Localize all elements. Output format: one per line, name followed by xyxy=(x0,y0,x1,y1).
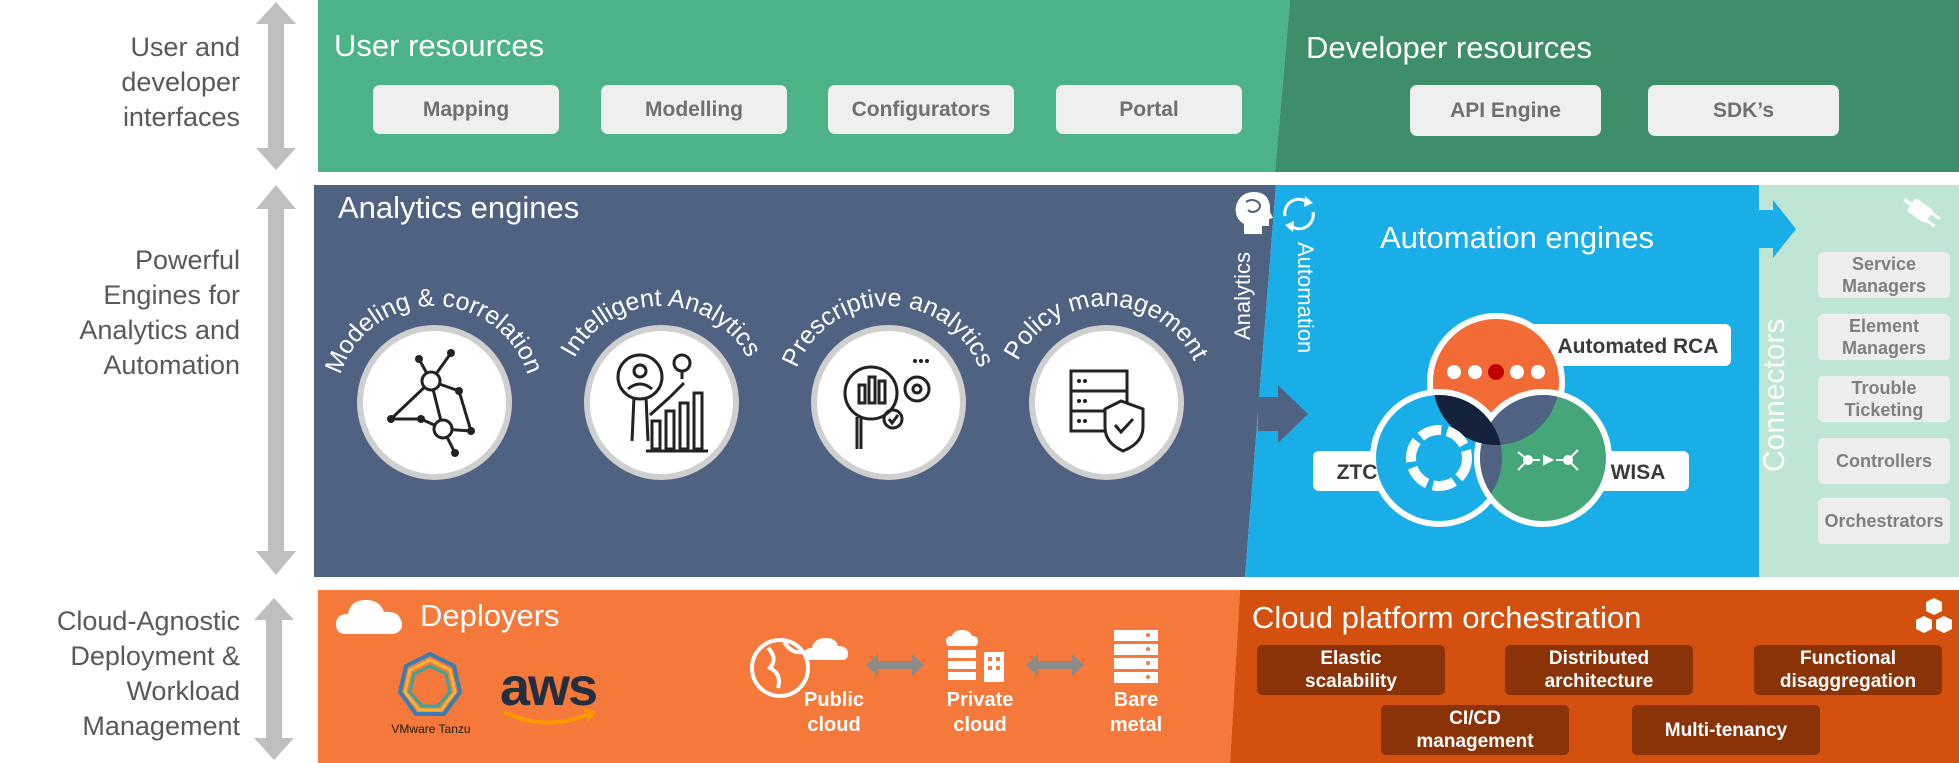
connector-trouble-ticketing[interactable]: Trouble Ticketing xyxy=(1818,376,1950,422)
pill-line: Multi-tenancy xyxy=(1664,719,1788,741)
cicd-management-pill[interactable]: CI/CD management xyxy=(1381,705,1569,755)
connector-line: Managers xyxy=(1841,338,1927,358)
label-line: Engines for xyxy=(103,280,240,310)
cloud-icon xyxy=(336,600,402,634)
server-rack-icon xyxy=(1114,630,1158,683)
double-arrow-icon xyxy=(256,185,296,575)
vmware-tanzu-label: VMware Tanzu xyxy=(391,722,471,736)
automation-side-label: Automation xyxy=(1293,242,1318,354)
elastic-scalability-pill[interactable]: Elastic scalability xyxy=(1257,645,1445,695)
target-public-cloud: Public cloud xyxy=(784,688,884,738)
functional-disaggregation-pill[interactable]: Functional disaggregation xyxy=(1754,645,1942,695)
pill-line: Elastic xyxy=(1320,648,1382,669)
target-bare-metal: Bare metal xyxy=(1086,688,1186,738)
double-arrow-icon xyxy=(1026,654,1084,676)
label-line: Workload xyxy=(126,676,240,706)
engine-intelligent-analytics[interactable] xyxy=(584,325,739,480)
connector-line: Orchestrators xyxy=(1824,511,1944,531)
engine-policy-management[interactable] xyxy=(1029,325,1184,480)
target-private-cloud: Private cloud xyxy=(930,688,1030,738)
mapping-button[interactable]: Mapping xyxy=(373,85,559,134)
vmware-tanzu-logo-icon xyxy=(397,651,463,716)
engine-labels: Modeling & correlation Intelligent Analy… xyxy=(0,0,1300,600)
label-engines: Powerful Engines for Analytics and Autom… xyxy=(0,243,240,383)
analytics-search-icon xyxy=(616,353,708,453)
automation-venn-diagram: Automated RCA ZTC WISA xyxy=(1313,313,1731,527)
label-line: interfaces xyxy=(122,102,240,132)
buildings-icon xyxy=(946,630,1004,682)
network-graph-icon xyxy=(387,349,475,457)
hexagon-cluster-icon xyxy=(1916,598,1952,633)
target-line: cloud xyxy=(807,714,861,736)
deployers-title: Deployers xyxy=(420,598,560,633)
label-line: Automation xyxy=(103,350,240,380)
magnifier-chart-icon xyxy=(843,359,931,449)
pill-line: Distributed xyxy=(1548,648,1650,669)
automation-engines-title: Automation engines xyxy=(1380,220,1655,255)
connector-element-managers[interactable]: Element Managers xyxy=(1818,314,1950,360)
target-line: Public xyxy=(803,689,864,711)
pill-line: scalability xyxy=(1305,671,1397,692)
sdks-button[interactable]: SDK’s xyxy=(1648,85,1839,136)
venn-label-automated-rca: Automated RCA xyxy=(1558,335,1719,358)
double-arrow-icon xyxy=(256,2,296,170)
venn-label-ztc: ZTC xyxy=(1337,461,1378,484)
target-line: Private xyxy=(946,689,1014,711)
distributed-architecture-pill[interactable]: Distributed architecture xyxy=(1505,645,1693,695)
pill-line: architecture xyxy=(1544,671,1654,692)
target-line: metal xyxy=(1109,714,1163,736)
connector-service-managers[interactable]: Service Managers xyxy=(1818,252,1950,298)
connector-line: Trouble xyxy=(1851,378,1917,398)
brain-head-icon xyxy=(1235,192,1273,234)
aws-logo-text: aws xyxy=(500,657,598,717)
multi-tenancy-pill[interactable]: Multi-tenancy xyxy=(1632,705,1820,755)
connector-line: Service xyxy=(1851,254,1917,274)
label-line: developer xyxy=(121,67,240,97)
aws-smile-icon xyxy=(503,708,596,725)
label-line: Management xyxy=(82,711,240,741)
label-line: Deployment & xyxy=(70,641,240,671)
configurators-button[interactable]: Configurators xyxy=(828,85,1014,134)
plug-icon xyxy=(1903,198,1941,228)
connector-orchestrators[interactable]: Orchestrators xyxy=(1818,498,1950,544)
pill-line: CI/CD xyxy=(1449,708,1501,729)
pill-line: disaggregation xyxy=(1779,671,1917,692)
connector-line: Controllers xyxy=(1835,451,1932,471)
pill-line: Functional xyxy=(1799,648,1897,669)
label-line: Powerful xyxy=(134,245,240,275)
label-line: Cloud-Agnostic xyxy=(56,606,240,636)
target-line: Bare xyxy=(1113,689,1159,711)
double-arrow-icon xyxy=(254,598,294,760)
developer-resources-title: Developer resources xyxy=(1306,30,1593,65)
user-resources-title: User resources xyxy=(334,28,545,63)
venn-label-wisa: WISA xyxy=(1611,461,1666,484)
label-line: Analytics and xyxy=(79,315,240,345)
analytics-engines-title: Analytics engines xyxy=(338,190,580,225)
portal-button[interactable]: Portal xyxy=(1056,85,1242,134)
pill-line: management xyxy=(1416,731,1534,752)
modelling-button[interactable]: Modelling xyxy=(601,85,787,134)
connector-controllers[interactable]: Controllers xyxy=(1818,438,1950,484)
globe-cloud-icon xyxy=(750,638,848,698)
connector-line: Managers xyxy=(1841,276,1927,296)
engine-modeling-correlation[interactable] xyxy=(357,325,512,480)
server-shield-icon xyxy=(1069,369,1145,453)
label-user-developer-interfaces: User and developer interfaces xyxy=(0,30,240,135)
cloud-platform-orchestration-title: Cloud platform orchestration xyxy=(1252,600,1642,635)
refresh-cycle-icon xyxy=(1283,196,1315,232)
double-arrow-icon xyxy=(866,654,924,676)
connector-line: Ticketing xyxy=(1844,400,1924,420)
label-deployment: Cloud-Agnostic Deployment & Workload Man… xyxy=(0,604,240,744)
label-line: User and xyxy=(130,32,240,62)
connector-line: Element xyxy=(1848,316,1920,336)
engine-prescriptive-analytics[interactable] xyxy=(811,325,966,480)
api-engine-button[interactable]: API Engine xyxy=(1410,85,1601,136)
target-line: cloud xyxy=(953,714,1007,736)
